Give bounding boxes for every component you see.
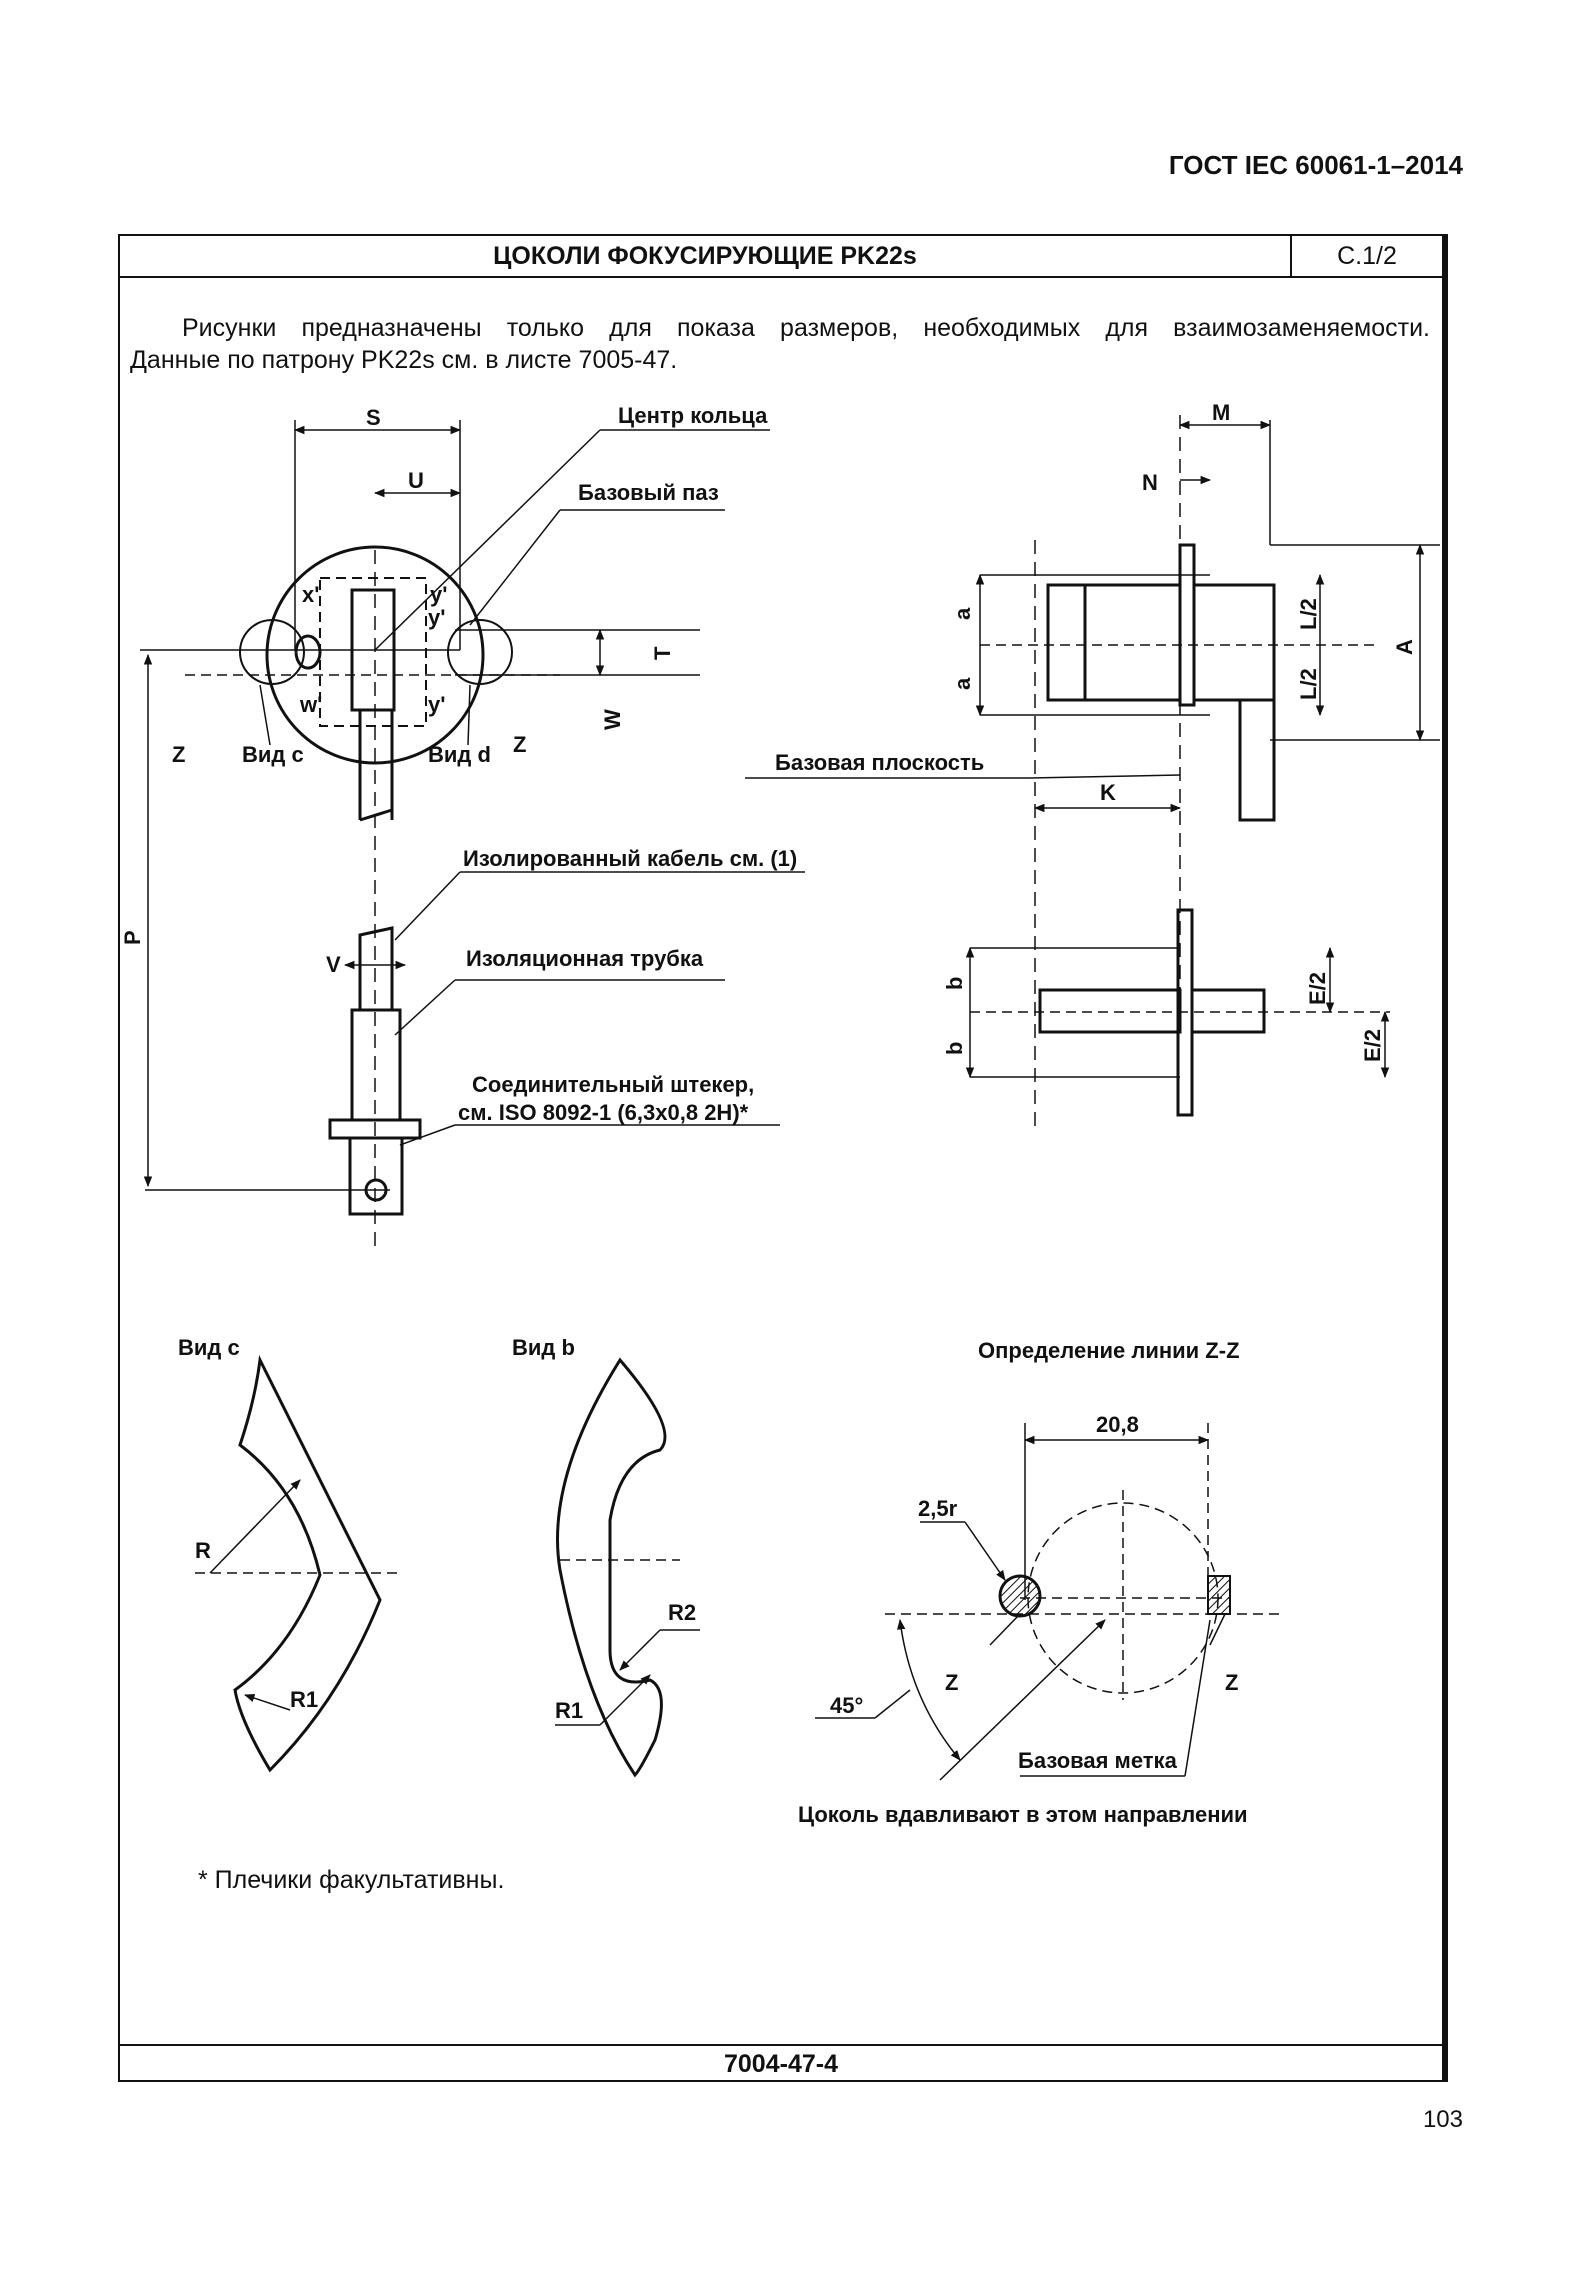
dim-R2: R2 [668,1600,696,1625]
dim-E2-bottom: E/2 [1360,1029,1385,1062]
label-plug-1: Соединительный штекер, [472,1072,754,1097]
dim-A: A [1392,639,1417,655]
title-view-c: Вид c [178,1335,240,1360]
dim-V: V [326,952,341,977]
dim-P: P [120,930,145,945]
dim-R: R [195,1538,211,1563]
intro-line-1: Рисунки предназначены только для показа … [182,314,1430,342]
view-c [195,1354,400,1773]
dim-U: U [408,468,424,493]
header-divider [1290,236,1292,276]
dim-y1: y' [430,582,447,607]
intro-text: Рисунки предназначены только для показа … [130,312,1430,376]
label-ref-slot: Базовый паз [578,480,719,505]
label-view-d: Вид d [428,742,491,767]
label-cable: Изолированный кабель см. (1) [463,846,797,871]
dim-b-bottom: b [942,1042,967,1055]
label-ref-mark: Базовая метка [1018,1748,1178,1773]
dim-a-top: a [950,607,975,620]
standard-number: ГОСТ IEC 60061-1–2014 [1168,150,1463,180]
label-press-direction: Цоколь вдавливают в этом направлении [798,1802,1248,1827]
label-ref-plane: Базовая плоскость [775,750,984,775]
side-view [745,415,1440,1130]
label-tube: Изоляционная трубка [466,946,704,971]
dim-K: K [1100,780,1116,805]
sheet-title: ЦОКОЛИ ФОКУСИРУЮЩИЕ PK22s [493,242,917,270]
dim-w1: w' [299,692,322,717]
dim-R1-b: R1 [555,1698,583,1723]
dim-N: N [1142,470,1158,495]
footnote: * Плечики факультативны. [198,1866,505,1894]
dim-E2-top: E/2 [1305,972,1330,1005]
dim-20-8: 20,8 [1096,1412,1139,1437]
dim-Z-right: Z [513,732,526,757]
page-number: 103 [1422,2106,1463,2133]
dim-L2-bottom: L/2 [1296,668,1321,700]
dim-L2-top: L/2 [1296,598,1321,630]
zz-definition [815,1423,1285,1781]
sheet-number: С.1/2 [1337,242,1397,270]
label-view-c: Вид с [242,742,304,767]
dim-45deg: 45° [830,1693,863,1718]
dim-T: T [650,646,675,660]
dim-y1-b: y' [428,605,445,630]
sheet-code: 7004-47-4 [120,2044,1442,2082]
label-plug-2: см. ISO 8092-1 (6,3x0,8 2H)* [458,1100,749,1125]
label-ring-center: Центр кольца [618,403,768,428]
front-view [140,420,805,1250]
title-zz: Определение линии Z-Z [978,1338,1240,1363]
dim-S: S [366,405,381,430]
sheet-frame: ЦОКОЛИ ФОКУСИРУЮЩИЕ PK22s С.1/2 Рисунки … [118,234,1448,2082]
dim-Z-zz-right: Z [1225,1670,1238,1695]
dim-R1-c: R1 [290,1687,318,1712]
dim-W: W [600,709,625,730]
sheet-header: ЦОКОЛИ ФОКУСИРУЮЩИЕ PK22s С.1/2 [120,236,1442,278]
dim-b-top: b [942,977,967,990]
view-b [555,1357,700,1778]
intro-line-2: Данные по патрону PK22s см. в листе 7005… [130,346,678,374]
dim-Z-zz-left: Z [945,1670,958,1695]
dim-Z-left: Z [172,742,185,767]
dim-M: M [1212,400,1230,425]
dim-x1: x' [302,582,319,607]
dim-y1-c: y' [428,692,445,717]
dim-2-5r: 2,5r [918,1496,958,1521]
title-view-b: Вид b [512,1335,575,1360]
dim-a-bottom: a [950,677,975,690]
